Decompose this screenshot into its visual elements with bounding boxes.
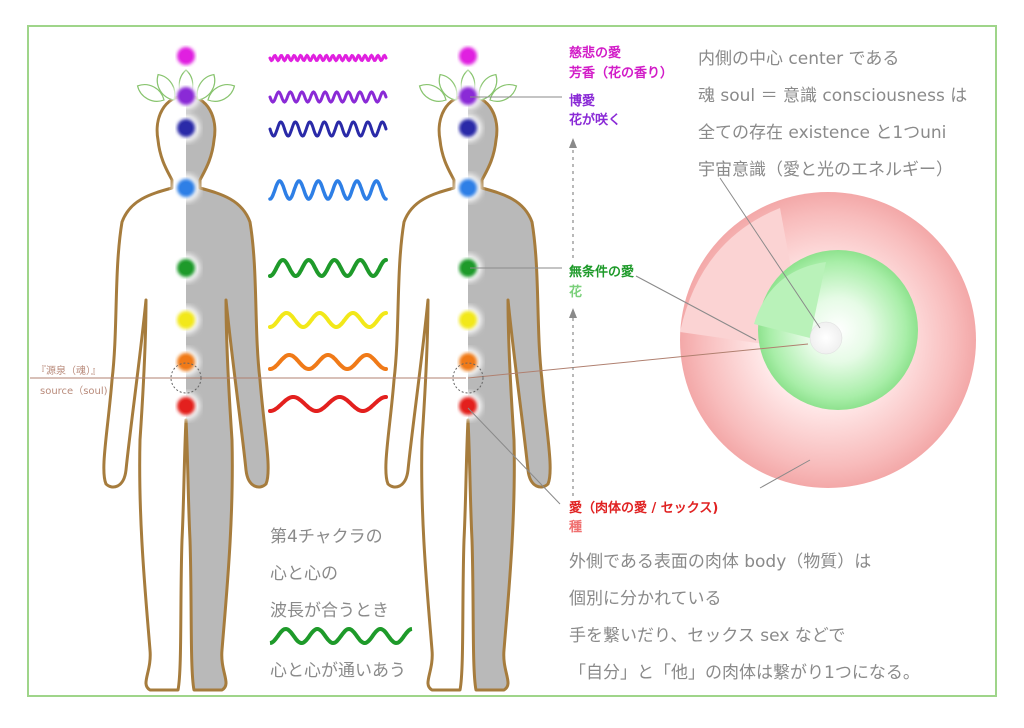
label-physical-sub: 種 (569, 520, 583, 535)
heart-wave-footer (269, 626, 413, 646)
label-physical-main: 愛（肉体の愛 / セックス) (569, 501, 719, 516)
connector-inner-sphere (635, 275, 757, 341)
label-source-main: 『源泉（魂）』 (36, 366, 101, 377)
chakra-crown (172, 42, 200, 70)
label-unconditional-main: 無条件の愛 (569, 265, 635, 280)
source-circle-left (170, 362, 202, 394)
connector-physical (467, 407, 561, 505)
chakra-throat (454, 174, 482, 202)
outer-frame (27, 25, 997, 697)
top-description-line: 内側の中心 center である (698, 49, 900, 69)
chakra-universal (172, 82, 200, 110)
top-description-line: 全ての存在 existence と1つuni (698, 123, 947, 143)
chakra-third-eye (454, 114, 482, 142)
human-figure-left (102, 42, 270, 692)
label-compassion-main: 慈悲の愛 (569, 46, 622, 61)
source-line-right (467, 343, 809, 379)
label-compassion-sub: 芳香（花の香り） (569, 66, 674, 81)
wave-heart (268, 257, 388, 279)
bottom-description-line: 手を繋いだり、セックス sex などで (569, 626, 846, 646)
label-universal-sub: 花が咲く (569, 113, 622, 128)
fourth-chakra-footer: 心と心が通いあう (270, 661, 406, 681)
wave-solar (268, 311, 388, 329)
connector-outer-sphere (759, 459, 811, 489)
chakra-third-eye (172, 114, 200, 142)
wave-universal (268, 90, 388, 104)
wave-root (268, 395, 388, 413)
inner-cut-face (754, 262, 826, 338)
label-unconditional-sub: 花 (569, 285, 583, 300)
chakra-throat (172, 174, 200, 202)
arrow-head-lower (569, 308, 577, 318)
bottom-description-line: 「自分」と「他」の肉体は繋がり1つになる。 (569, 663, 920, 683)
fourth-chakra-line: 波長が合うとき (270, 601, 389, 621)
bottom-description-line: 外側である表面の肉体 body（物質）は (569, 552, 872, 572)
chakra-universal (454, 82, 482, 110)
layered-sphere (680, 192, 976, 488)
chakra-sacral (454, 348, 482, 376)
wave-third-eye (268, 120, 388, 138)
wave-crown (268, 53, 388, 63)
fourth-chakra-line: 第4チャクラの (270, 527, 383, 547)
label-universal-main: 博愛 (569, 94, 596, 109)
human-figure-right (384, 42, 552, 692)
chakra-solar (454, 306, 482, 334)
wave-throat (268, 179, 388, 201)
connector-core (719, 177, 821, 329)
wave-sacral (268, 353, 388, 371)
chakra-crown (454, 42, 482, 70)
chakra-heart (454, 254, 482, 282)
chakra-root (454, 392, 482, 420)
chakra-sacral (172, 348, 200, 376)
source-circle-right (452, 362, 484, 394)
core (809, 321, 843, 355)
bottom-description-line: 個別に分かれている (569, 589, 722, 609)
chakra-root (172, 392, 200, 420)
top-description-line: 宇宙意識（愛と光のエネルギー） (698, 160, 953, 180)
chakra-heart (172, 254, 200, 282)
chakra-solar (172, 306, 200, 334)
arrow-head-upper (569, 138, 577, 148)
fourth-chakra-line: 心と心の (270, 564, 338, 584)
label-source-sub: source（soul) (40, 386, 108, 397)
top-description-line: 魂 soul ＝ 意識 consciousness は (698, 86, 968, 106)
